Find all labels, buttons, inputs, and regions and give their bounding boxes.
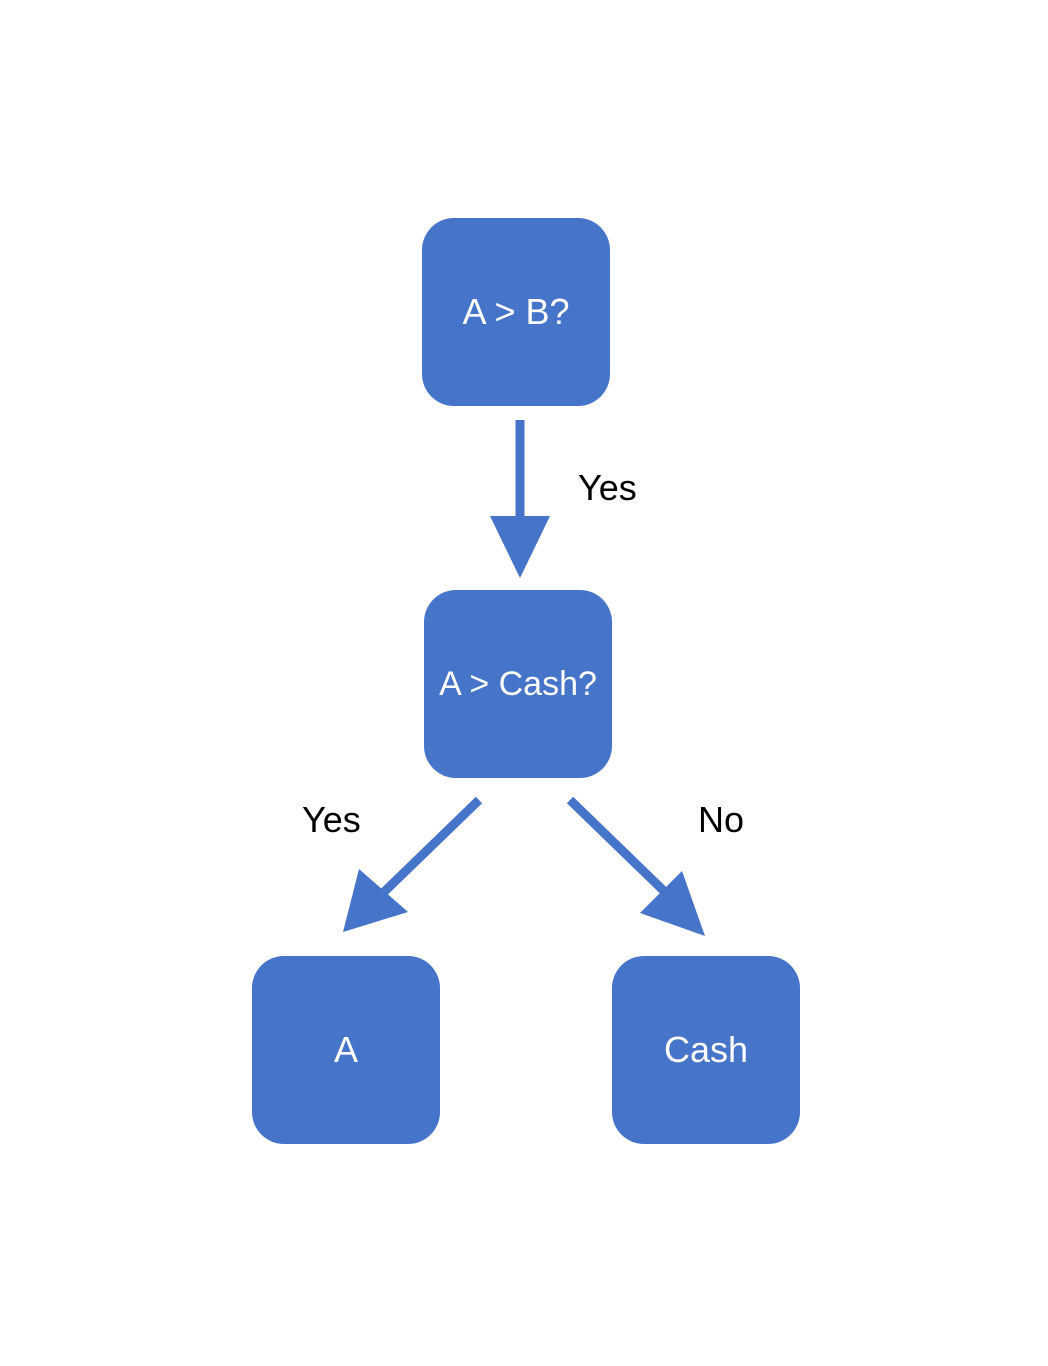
node-label: A: [333, 1029, 358, 1070]
arrow-mid-to-leaf-a: [343, 796, 483, 932]
node-label: Cash: [663, 1029, 749, 1070]
edge-label-no-mid: No: [698, 799, 745, 840]
node-label: A > Cash?: [439, 665, 597, 703]
edge-label-yes-mid: Yes: [302, 799, 361, 840]
arrow-mid-to-leaf-cash: [566, 796, 705, 936]
decision-node-a-gt-b: A > B?: [422, 218, 610, 406]
node-label: A > B?: [462, 291, 570, 332]
arrow-root-to-mid: [490, 420, 550, 578]
leaf-node-cash: Cash: [612, 956, 800, 1144]
decision-node-a-gt-cash: A > Cash?: [424, 590, 612, 778]
leaf-node-a: A: [252, 956, 440, 1144]
edge-label-yes-root: Yes: [578, 467, 637, 508]
